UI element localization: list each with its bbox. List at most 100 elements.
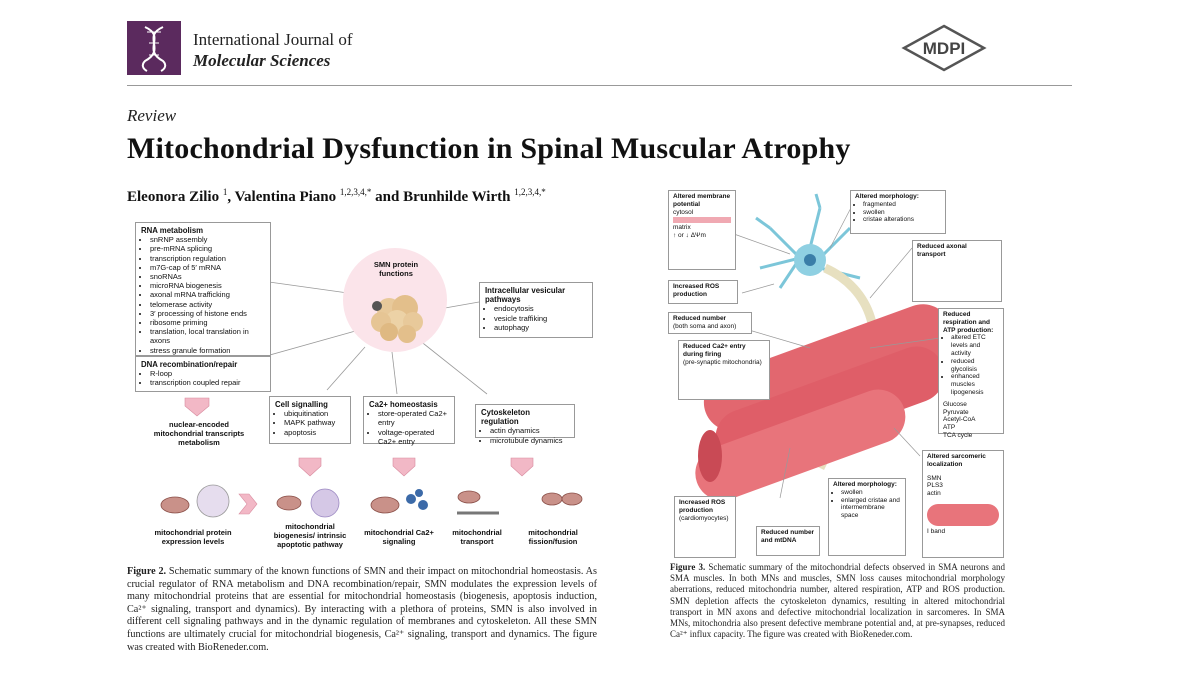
box-subtitle: (pre-synaptic mitochondria) bbox=[683, 358, 762, 366]
list-item: fragmented bbox=[863, 201, 941, 209]
list-item: actin dynamics bbox=[490, 426, 569, 435]
box-title: Altered morphology: bbox=[855, 193, 919, 200]
author-name[interactable]: Eleonora Zilio bbox=[127, 189, 220, 205]
caption-text: Schematic summary of the known functions… bbox=[127, 566, 597, 653]
smn-protein-icon bbox=[371, 295, 423, 343]
altered-morphology-box: Altered morphology: fragmented swollen c… bbox=[850, 190, 946, 234]
list-item: m7G-cap of 5′ mRNA bbox=[150, 263, 265, 272]
sarcomeric-localization-box: Altered sarcomeric localization SMN PLS3… bbox=[922, 450, 1004, 558]
list-item: telomerase activity bbox=[150, 300, 265, 309]
journal-logo bbox=[127, 21, 181, 75]
protein-label: SMN bbox=[927, 474, 942, 482]
box-title: Altered sarcomeric localization bbox=[927, 453, 986, 468]
list-item: enhanced muscles lipogenesis bbox=[951, 373, 999, 396]
author-name[interactable]: Valentina Piano bbox=[234, 189, 337, 205]
list-item: ribosome priming bbox=[150, 318, 265, 327]
mitochondrion-icon bbox=[541, 492, 563, 506]
cytosol-label: cytosol bbox=[673, 208, 694, 216]
author-affiliation: 1 bbox=[222, 187, 228, 197]
tca-label: TCA cycle bbox=[943, 431, 973, 439]
list-item: ubiquitination bbox=[284, 409, 345, 418]
list-item: R-loop bbox=[150, 369, 265, 378]
author-affiliation: 1,2,3,4,* bbox=[514, 187, 546, 197]
box-title: Reduced respiration and ATP production: bbox=[943, 311, 994, 334]
author-separator: and bbox=[371, 189, 404, 205]
outcome-label: mitochondrial biogenesis/ intrinsic apop… bbox=[273, 522, 347, 549]
chevron-down-icon bbox=[184, 397, 210, 417]
journal-name-line2: Molecular Sciences bbox=[193, 51, 331, 70]
list-item: pre-mRNA splicing bbox=[150, 244, 265, 253]
mdpi-logo: MDPI bbox=[900, 24, 988, 72]
figure-2: SMN protein functions RNA metabolism snR… bbox=[127, 212, 602, 562]
outcome-label: mitochondrial protein expression levels bbox=[154, 528, 232, 546]
cell-icon bbox=[196, 484, 230, 518]
smn-functions-title: SMN protein functions bbox=[373, 260, 419, 278]
mitochondrion-icon bbox=[160, 496, 190, 514]
article-type: Review bbox=[127, 106, 177, 125]
band-label: I band bbox=[927, 527, 946, 535]
list-item: axonal mRNA trafficking bbox=[150, 290, 265, 299]
header-divider bbox=[127, 85, 1072, 86]
list-item: store-operated Ca2+ entry bbox=[378, 409, 449, 427]
article-title: Mitochondrial Dysfunction in Spinal Musc… bbox=[127, 132, 851, 165]
outcome-label: mitochondrial fission/fusion bbox=[528, 528, 578, 546]
chevron-down-icon bbox=[392, 457, 416, 477]
box-title: Ca2+ homeostasis bbox=[369, 400, 438, 409]
figure-2-caption: Figure 2. Schematic summary of the known… bbox=[127, 566, 597, 654]
protein-label: actin bbox=[927, 490, 941, 498]
respiration-box: Reduced respiration and ATP production: … bbox=[938, 308, 1004, 439]
outcome-label: mitochondrial transport bbox=[452, 528, 502, 546]
protein-label: PLS3 bbox=[927, 482, 943, 490]
list-item: stress granule formation bbox=[150, 346, 265, 355]
list-item: vesicle traffiking bbox=[494, 314, 587, 323]
mtdna-box: Reduced number and mtDNA bbox=[756, 526, 820, 556]
dna-helix-icon bbox=[141, 26, 167, 72]
figure-2-arrows bbox=[184, 397, 534, 515]
mdpi-logo-text: MDPI bbox=[923, 39, 966, 58]
box-title: Cell signalling bbox=[275, 400, 328, 409]
journal-name-line1: International Journal of bbox=[193, 30, 353, 49]
list-item: cristae alterations bbox=[863, 216, 941, 224]
box-title: Altered membrane potential bbox=[673, 193, 731, 208]
outcome-label: mitochondrial Ca2+ signaling bbox=[364, 528, 434, 546]
caption-label: Figure 3. bbox=[670, 562, 706, 572]
figure-2-mitochondria bbox=[160, 484, 583, 518]
caption-text: Schematic summary of the mitochondrial d… bbox=[670, 562, 1005, 640]
vesicular-pathways-box: Intracellular vesicular pathways endocyt… bbox=[479, 282, 593, 338]
chevron-down-icon bbox=[510, 457, 534, 477]
axonal-transport-box: Reduced axonal transport bbox=[912, 240, 1002, 302]
calcium-ion-icon bbox=[418, 500, 428, 510]
mitochondrion-icon bbox=[370, 496, 400, 514]
membrane-icon bbox=[673, 217, 731, 224]
calcium-entry-box: Reduced Ca2+ entry during firing (pre-sy… bbox=[678, 340, 770, 400]
nuclear-transcripts-label: nuclear-encoded mitochondrial transcript… bbox=[153, 420, 245, 447]
chevron-down-icon bbox=[298, 457, 322, 477]
altered-morphology-bottom-box: Altered morphology: swollen enlarged cri… bbox=[828, 478, 906, 556]
box-subtitle: (both soma and axon) bbox=[673, 322, 737, 330]
mitochondrion-icon bbox=[276, 495, 302, 511]
calcium-ion-icon bbox=[415, 489, 423, 497]
acetyl-coa-label: Acetyl-CoA bbox=[943, 416, 976, 424]
author-name[interactable]: Brunhilde Wirth bbox=[403, 189, 511, 205]
box-title: Reduced Ca2+ entry during firing bbox=[683, 343, 746, 358]
calcium-ion-icon bbox=[406, 494, 416, 504]
list-item: swollen bbox=[863, 209, 941, 217]
box-title: RNA metabolism bbox=[141, 226, 204, 235]
reduced-number-box: Reduced number (both soma and axon) bbox=[668, 312, 752, 334]
author-list: Eleonora Zilio 1, Valentina Piano 1,2,3,… bbox=[127, 187, 546, 206]
author-affiliation: 1,2,3,4,* bbox=[339, 187, 372, 197]
dna-repair-box: DNA recombination/repair R-loop transcri… bbox=[135, 356, 271, 392]
caption-label: Figure 2. bbox=[127, 566, 167, 577]
mitochondrion-icon bbox=[457, 490, 481, 504]
list-item: autophagy bbox=[494, 323, 587, 332]
list-item: reduced glycolisis bbox=[951, 358, 999, 374]
chevron-right-icon bbox=[238, 493, 258, 515]
sarcomere-icon bbox=[927, 503, 999, 526]
matrix-label: matrix bbox=[673, 224, 691, 232]
cell-signalling-box: Cell signalling ubiquitination MAPK path… bbox=[269, 396, 351, 444]
list-item: microtubule dynamics bbox=[490, 436, 569, 445]
ros-production-box: Increased ROS production bbox=[668, 280, 738, 304]
list-item: voltage-operated Ca2+ entry bbox=[378, 428, 449, 446]
list-item: endocytosis bbox=[494, 304, 587, 313]
list-item: transcription regulation bbox=[150, 254, 265, 263]
